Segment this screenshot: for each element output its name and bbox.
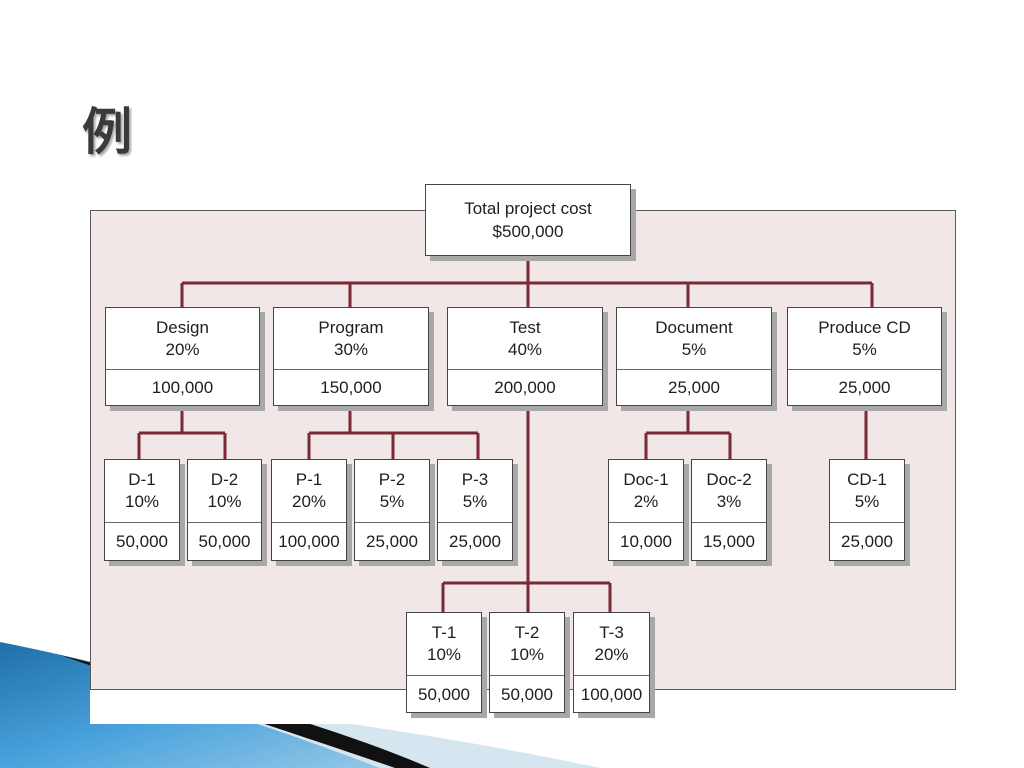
task-box-p-2: P-2 5% 25,000 [354,459,430,561]
task-name: P-2 [378,470,406,489]
task-cost: 50,000 [198,532,251,551]
task-percent: 10% [124,492,160,511]
task-name: D-2 [210,470,239,489]
task-percent: 5% [379,492,405,511]
task-box-t-1: T-1 10% 50,000 [406,612,482,713]
task-cost: 50,000 [116,532,168,551]
task-box-t-2: T-2 10% 50,000 [489,612,565,713]
task-cost: 100,000 [580,684,643,704]
task-box-cd-1: CD-1 5% 25,000 [829,459,905,561]
task-box-p-3: P-3 5% 25,000 [437,459,513,561]
task-cost: 15,000 [703,532,755,551]
task-name: Doc-1 [623,470,669,489]
task-name: P-1 [295,470,323,489]
task-percent: 10% [207,492,242,511]
diagram-panel [90,210,956,690]
task-cost: 25,000 [366,532,418,551]
task-name: CD-1 [847,470,887,489]
phase-cost: 150,000 [320,378,382,397]
phase-cost: 25,000 [838,378,891,397]
task-cost: 50,000 [418,684,470,704]
phase-cost: 25,000 [668,378,720,397]
task-box-p-1: P-1 20% 100,000 [271,459,347,561]
task-cost: 100,000 [278,532,340,551]
task-percent: 20% [594,645,629,664]
task-cost: 25,000 [841,532,893,551]
task-percent: 5% [854,492,880,511]
phase-cost: 100,000 [151,378,214,397]
task-name: T-1 [431,623,457,642]
task-cost: 50,000 [501,684,553,704]
phase-percent: 40% [507,339,543,359]
task-cost: 10,000 [620,532,672,551]
task-percent: 10% [509,645,545,664]
task-percent: 5% [462,492,488,511]
panel-bottom-overlay [90,690,410,724]
phase-box-produce-cd: Produce CD 5% 25,000 [787,307,942,406]
task-box-t-3: T-3 20% 100,000 [573,612,650,713]
phase-percent: 30% [333,339,369,359]
phase-name: Program [318,317,384,337]
phase-name: Document [655,317,733,337]
task-percent: 3% [716,492,742,511]
phase-percent: 5% [681,339,707,359]
phase-box-document: Document 5% 25,000 [616,307,772,406]
task-box-doc-2: Doc-2 3% 15,000 [691,459,767,561]
phase-box-test: Test 40% 200,000 [447,307,603,406]
task-percent: 2% [633,492,659,511]
phase-name: Test [509,317,541,337]
phase-box-design: Design 20% 100,000 [105,307,260,406]
root-value: $500,000 [492,222,564,241]
task-cost: 25,000 [449,532,501,551]
phase-name: Design [156,317,209,337]
phase-name: Produce CD [818,317,911,337]
root-label: Total project cost [464,199,592,218]
task-box-d-2: D-2 10% 50,000 [187,459,262,561]
task-name: P-3 [461,470,489,489]
phase-percent: 5% [852,339,877,359]
task-name: T-2 [514,623,540,642]
task-box-doc-1: Doc-1 2% 10,000 [608,459,684,561]
task-name: Doc-2 [706,470,752,489]
task-name: T-3 [599,623,624,642]
phase-cost: 200,000 [494,378,556,397]
task-percent: 20% [291,492,327,511]
slide-title: 例 [82,103,132,161]
task-name: D-1 [128,470,156,489]
task-percent: 10% [426,645,462,664]
phase-box-program: Program 30% 150,000 [273,307,429,406]
task-box-d-1: D-1 10% 50,000 [104,459,180,561]
phase-percent: 20% [165,339,200,359]
root-box: Total project cost $500,000 [425,184,631,256]
